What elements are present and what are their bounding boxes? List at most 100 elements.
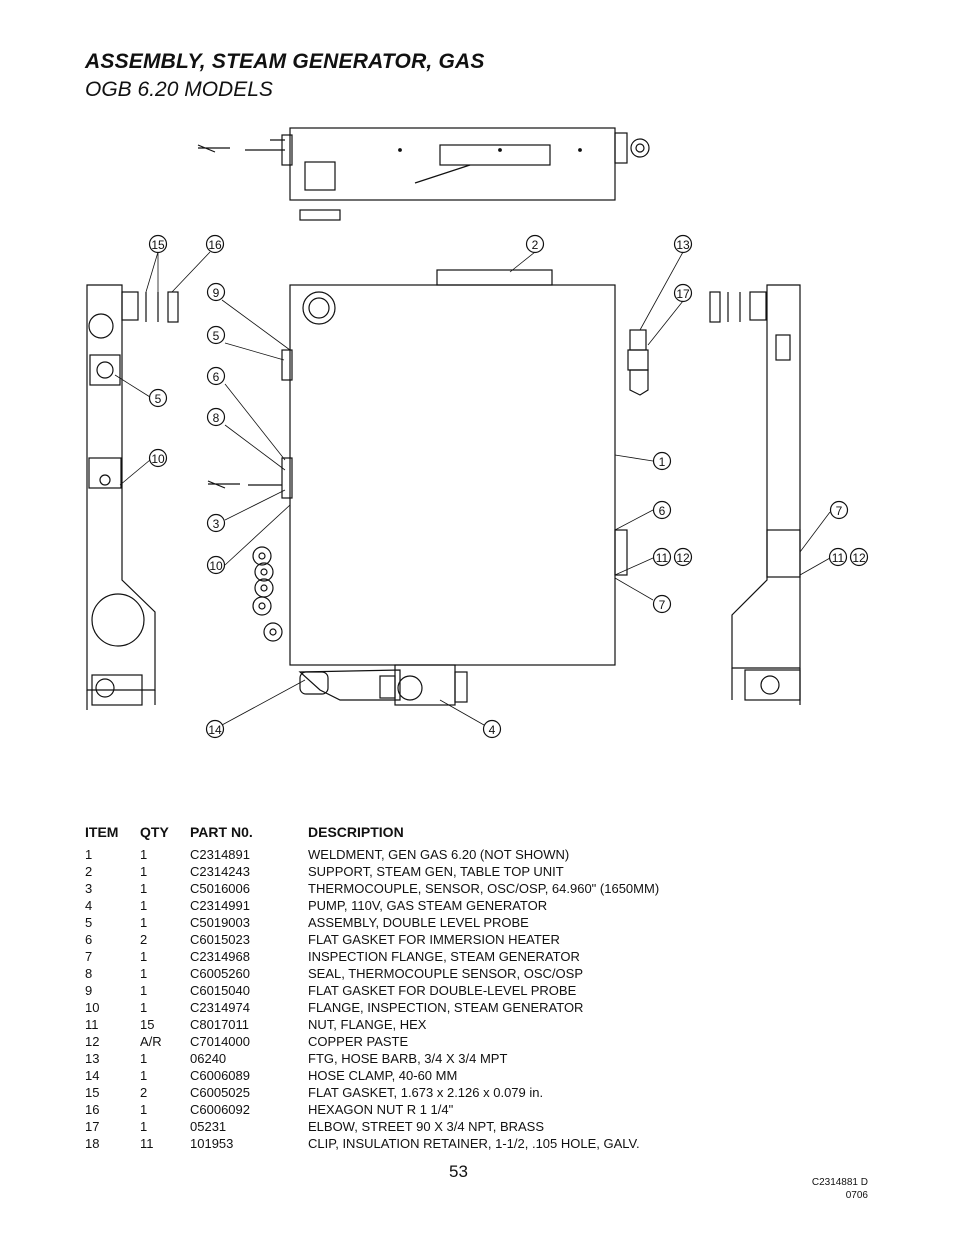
svg-text:12: 12 <box>676 551 690 565</box>
cell-part-no: C6005260 <box>190 966 250 981</box>
parts-table-header: ITEM QTY PART N0. DESCRIPTION <box>85 824 728 846</box>
top-view <box>197 127 650 221</box>
cell-item: 12 <box>85 1034 100 1049</box>
callout-7-right: 7 <box>829 500 849 520</box>
callout-12-center: 12 <box>673 547 693 567</box>
cell-description: ELBOW, STREET 90 X 3/4 NPT, BRASS <box>308 1119 545 1134</box>
callouts: 15 16 2 13 9 17 5 6 8 5 10 1 3 6 10 11 1… <box>148 234 869 739</box>
cell-item: 13 <box>85 1051 100 1066</box>
cell-part-no: C6015023 <box>190 932 250 947</box>
cell-part-no: C2314991 <box>190 898 250 913</box>
doc-number-date: 0706 <box>845 1190 868 1201</box>
page-subtitle: OGB 6.20 MODELS <box>85 78 273 101</box>
callout-9: 9 <box>206 282 226 302</box>
cell-part-no: C6015040 <box>190 983 250 998</box>
svg-text:14: 14 <box>208 723 222 737</box>
cell-description: SEAL, THERMOCOUPLE SENSOR, OSC/OSP <box>308 966 583 981</box>
callout-11-center: 11 <box>652 547 672 567</box>
cell-description: FLANGE, INSPECTION, STEAM GENERATOR <box>308 1000 584 1015</box>
cell-qty: 1 <box>140 1119 148 1134</box>
cell-description: NUT, FLANGE, HEX <box>308 1017 427 1032</box>
cell-qty: 1 <box>140 1000 148 1015</box>
callout-13: 13 <box>673 234 693 254</box>
callout-1: 1 <box>652 451 672 471</box>
cell-description: HEXAGON NUT R 1 1/4" <box>308 1102 454 1117</box>
cell-description: CLIP, INSULATION RETAINER, 1-1/2, .105 H… <box>308 1136 640 1151</box>
cell-part-no: C6006089 <box>190 1068 250 1083</box>
callout-4: 4 <box>482 719 502 739</box>
svg-text:9: 9 <box>213 286 220 300</box>
cell-item: 5 <box>85 915 93 930</box>
table-row: 17 1 05231 ELBOW, STREET 90 X 3/4 NPT, BRAS… <box>85 1118 728 1135</box>
cell-item: 15 <box>85 1085 100 1100</box>
callout-7-center: 7 <box>652 594 672 614</box>
cell-item: 17 <box>85 1119 100 1134</box>
cell-part-no: 05231 <box>190 1119 227 1134</box>
page-title: ASSEMBLY, STEAM GENERATOR, GAS <box>85 50 485 73</box>
cell-description: SUPPORT, STEAM GEN, TABLE TOP UNIT <box>308 864 564 879</box>
assembly-drawing: 15 16 2 13 9 17 5 6 8 5 10 1 3 6 10 11 1… <box>86 127 869 739</box>
callout-2: 2 <box>525 234 545 254</box>
cell-description: ASSEMBLY, DOUBLE LEVEL PROBE <box>308 915 529 930</box>
cell-qty: 1 <box>140 881 148 896</box>
cell-part-no: C6005025 <box>190 1085 250 1100</box>
cell-item: 10 <box>85 1000 100 1015</box>
cell-part-no: C2314891 <box>190 847 250 862</box>
cell-qty: 1 <box>140 1102 148 1117</box>
svg-text:12: 12 <box>852 551 866 565</box>
cell-item: 18 <box>85 1136 100 1151</box>
header-description: DESCRIPTION <box>308 824 404 840</box>
cell-part-no: C5016006 <box>190 881 250 896</box>
cell-item: 2 <box>85 864 93 879</box>
cell-part-no: C5019003 <box>190 915 250 930</box>
cell-item: 11 <box>85 1017 99 1032</box>
svg-text:11: 11 <box>832 551 845 565</box>
main-tank <box>207 269 649 706</box>
cell-description: FLAT GASKET FOR DOUBLE-LEVEL PROBE <box>308 983 577 998</box>
cell-item: 8 <box>85 966 93 981</box>
table-row: 15 2 C6005025 FLAT GASKET, 1.673 x 2.126 x … <box>85 1084 728 1101</box>
callout-10-center: 10 <box>206 555 226 575</box>
cell-qty: 2 <box>140 932 148 947</box>
callout-5-center: 5 <box>206 325 226 345</box>
cell-description: FTG, HOSE BARB, 3/4 X 3/4 MPT <box>308 1051 508 1066</box>
cell-item: 3 <box>85 881 93 896</box>
cell-qty: A/R <box>140 1034 162 1049</box>
cell-description: FLAT GASKET, 1.673 x 2.126 x 0.079 in. <box>308 1085 544 1100</box>
callout-6-center: 6 <box>206 366 226 386</box>
svg-text:7: 7 <box>659 598 666 612</box>
left-side-view <box>86 284 179 710</box>
cell-part-no: C8017011 <box>190 1017 250 1032</box>
cell-part-no: C7014000 <box>190 1034 250 1049</box>
cell-qty: 1 <box>140 898 148 913</box>
callout-8: 8 <box>206 407 226 427</box>
cell-qty: 1 <box>140 966 148 981</box>
callout-10-left: 10 <box>148 448 168 468</box>
cell-item: 14 <box>85 1068 100 1083</box>
svg-text:10: 10 <box>151 452 165 466</box>
svg-text:8: 8 <box>213 411 220 425</box>
cell-item: 1 <box>85 847 93 862</box>
leader-lines <box>114 251 831 726</box>
document-number: C2314881 D 0706 <box>812 1176 868 1202</box>
cell-part-no: C6006092 <box>190 1102 250 1117</box>
page-number: 53 <box>449 1162 468 1181</box>
cell-qty: 1 <box>140 983 148 998</box>
cell-part-no: 101953 <box>190 1136 234 1151</box>
svg-text:7: 7 <box>836 504 843 518</box>
cell-qty: 1 <box>140 847 148 862</box>
cell-qty: 2 <box>140 1085 148 1100</box>
cell-description: HOSE CLAMP, 40-60 MM <box>308 1068 458 1083</box>
